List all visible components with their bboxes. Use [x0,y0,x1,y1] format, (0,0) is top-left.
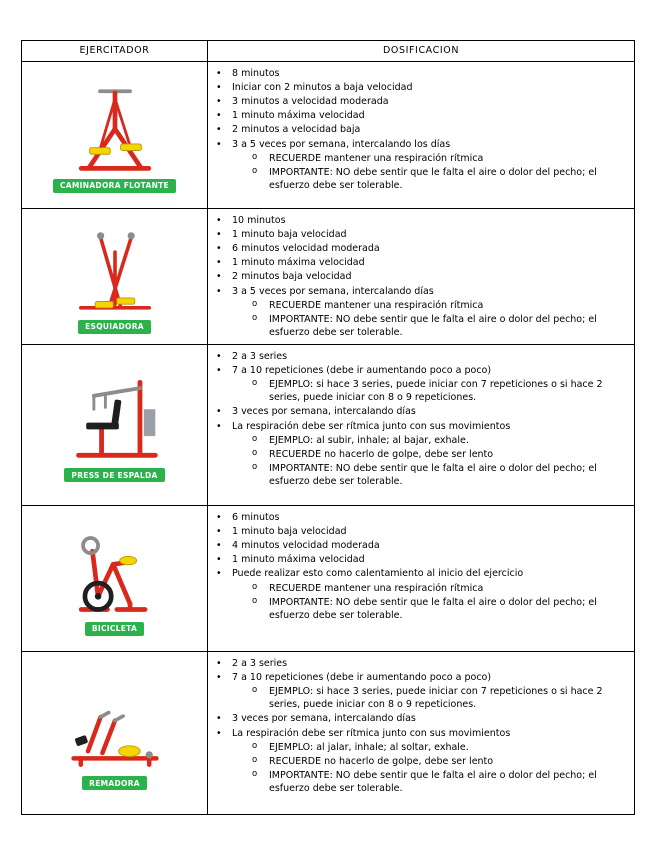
dosage-item: EJEMPLO: si hace 3 series, puede iniciar… [208,685,628,711]
dosage-item: 6 minutos [208,511,628,524]
dosage-item: La respiración debe ser rítmica junto co… [208,420,628,433]
dosage-item: RECUERDE mantener una respiración rítmic… [208,582,628,595]
dosage-item: 4 minutos velocidad moderada [208,539,628,552]
machine-label-badge: ESQUIADORA [78,319,151,334]
dosage-item: 2 minutos baja velocidad [208,270,628,283]
dosage-item: EJEMPLO: al jalar, inhale; al soltar, ex… [208,741,628,754]
exercise-dosage-table: EJERCITADOR DOSIFICACION [21,40,635,815]
dosage-item: IMPORTANTE: NO debe sentir que le falta … [208,596,628,622]
dosage-cell: 2 a 3 series7 a 10 repeticiones (debe ir… [207,343,635,506]
dosage-cell: 2 a 3 series7 a 10 repeticiones (debe ir… [207,650,635,815]
dosage-item: EJEMPLO: al subir, inhale; al bajar, exh… [208,434,628,447]
dosage-item: EJEMPLO: si hace 3 series, puede iniciar… [208,378,628,404]
dosage-item: 8 minutos [208,67,628,80]
dosage-item: 2 a 3 series [208,657,628,670]
dosage-item: 1 minuto máxima velocidad [208,553,628,566]
dosage-list: 8 minutosIniciar con 2 minutos a baja ve… [208,67,628,192]
header-row: EJERCITADOR DOSIFICACION [21,40,635,62]
machine-cell: CAMINADORA FLOTANTE [21,61,208,209]
dosage-item: IMPORTANTE: NO debe sentir que le falta … [208,166,628,192]
dosage-list: 10 minutos1 minuto baja velocidad6 minut… [208,214,628,339]
dosage-list: 2 a 3 series7 a 10 repeticiones (debe ir… [208,657,628,795]
dosage-item: La respiración debe ser rítmica junto co… [208,727,628,740]
dosage-item: RECUERDE no hacerlo de golpe, debe ser l… [208,755,628,768]
machine-row: CAMINADORA FLOTANTE 8 minutosIniciar con… [21,61,635,209]
dosage-item: RECUERDE mantener una respiración rítmic… [208,152,628,165]
machine-label-badge: REMADORA [82,776,147,791]
dosage-list: 6 minutos1 minuto baja velocidad4 minuto… [208,511,628,622]
dosage-item: IMPORTANTE: NO debe sentir que le falta … [208,313,628,339]
dosage-item: 7 a 10 repeticiones (debe ir aumentando … [208,671,628,684]
dosage-item: 1 minuto máxima velocidad [208,109,628,122]
dosage-item: 2 a 3 series [208,350,628,363]
dosage-item: 7 a 10 repeticiones (debe ir aumentando … [208,364,628,377]
dosage-item: 3 minutos a velocidad moderada [208,95,628,108]
dosage-item: Iniciar con 2 minutos a baja velocidad [208,81,628,94]
dosage-item: 3 veces por semana, intercalando días [208,405,628,418]
dosage-item: 10 minutos [208,214,628,227]
column-header-dosificacion: DOSIFICACION [207,40,635,62]
dosage-item: 3 veces por semana, intercalando días [208,712,628,725]
machine-label-badge: PRESS DE ESPALDA [64,468,165,483]
dosage-item: 1 minuto baja velocidad [208,525,628,538]
dosage-cell: 10 minutos1 minuto baja velocidad6 minut… [207,208,635,345]
machine-row: REMADORA 2 a 3 series7 a 10 repeticiones… [21,650,635,815]
dosage-cell: 8 minutosIniciar con 2 minutos a baja ve… [207,61,635,209]
machine-label-badge: BICICLETA [84,621,145,636]
ski-machine-icon [56,219,174,315]
dosage-item: IMPORTANTE: NO debe sentir que le falta … [208,769,628,795]
exercise-bike-icon [56,521,174,617]
dosage-item: 3 a 5 veces por semana, intercalando día… [208,285,628,298]
dosage-item: Puede realizar esto como calentamiento a… [208,567,628,580]
dosage-item: IMPORTANTE: NO debe sentir que le falta … [208,462,628,488]
machine-cell: PRESS DE ESPALDA [21,343,208,506]
rowing-machine-icon [56,675,174,771]
back-press-machine-icon [56,367,174,463]
column-header-ejercitador: EJERCITADOR [21,40,208,62]
air-walker-machine-icon [56,78,174,174]
dosage-cell: 6 minutos1 minuto baja velocidad4 minuto… [207,504,635,652]
machine-label-badge: CAMINADORA FLOTANTE [52,178,176,193]
dosage-item: 1 minuto baja velocidad [208,228,628,241]
dosage-item: 2 minutos a velocidad baja [208,123,628,136]
machine-cell: REMADORA [21,650,208,815]
dosage-item: 6 minutos velocidad moderada [208,242,628,255]
dosage-list: 2 a 3 series7 a 10 repeticiones (debe ir… [208,350,628,488]
machine-row: PRESS DE ESPALDA 2 a 3 series7 a 10 repe… [21,343,635,506]
machine-row: BICICLETA 6 minutos1 minuto baja velocid… [21,504,635,652]
machine-row: ESQUIADORA 10 minutos1 minuto baja veloc… [21,208,635,345]
dosage-item: RECUERDE no hacerlo de golpe, debe ser l… [208,448,628,461]
dosage-item: 3 a 5 veces por semana, intercalando los… [208,138,628,151]
dosage-item: 1 minuto máxima velocidad [208,256,628,269]
dosage-item: RECUERDE mantener una respiración rítmic… [208,299,628,312]
machine-cell: BICICLETA [21,504,208,652]
machine-cell: ESQUIADORA [21,208,208,345]
